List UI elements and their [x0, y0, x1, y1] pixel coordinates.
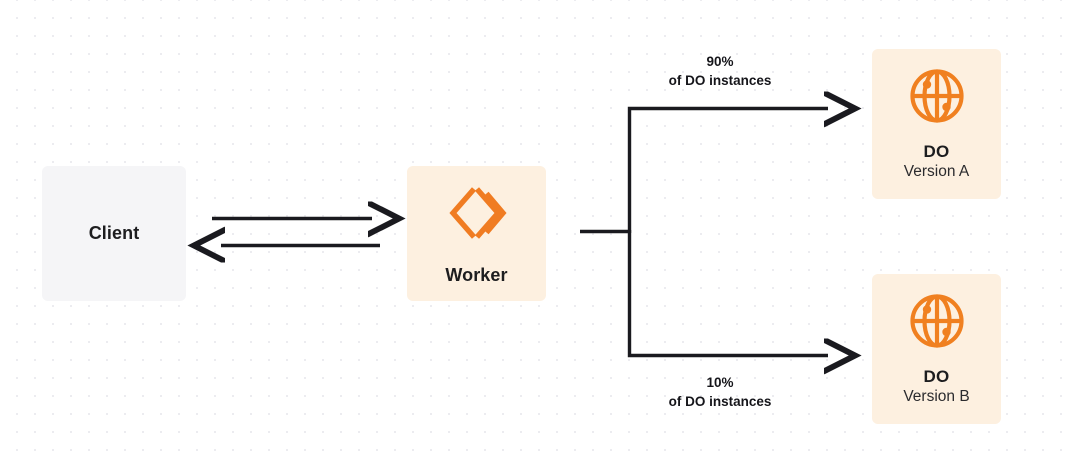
cloudflare-workers-icon	[446, 182, 508, 249]
edge-label-do-b: 10% of DO instances	[612, 373, 828, 411]
globe-icon	[908, 67, 966, 130]
node-client[interactable]: Client	[42, 166, 186, 301]
edge-label-do-b-percent: 10%	[706, 375, 734, 390]
node-do-b-version: Version B	[903, 388, 970, 405]
edge-label-do-a: 90% of DO instances	[612, 52, 828, 90]
node-worker-label: Worker	[445, 264, 508, 285]
globe-icon	[908, 292, 966, 355]
node-client-label: Client	[88, 223, 140, 243]
edge-label-do-b-caption: of DO instances	[668, 394, 772, 409]
edge-label-do-a-caption: of DO instances	[668, 73, 772, 88]
node-do-version-b[interactable]: DO Version B	[872, 274, 1001, 424]
node-do-b-label: DO	[923, 367, 950, 386]
edge-label-do-a-percent: 90%	[706, 54, 734, 69]
node-do-a-label: DO	[923, 142, 950, 161]
edge-worker-to-do-a	[627, 109, 829, 233]
node-worker[interactable]: Worker	[407, 166, 546, 301]
node-do-a-version: Version A	[903, 163, 970, 180]
edge-worker-to-do-b	[627, 230, 829, 356]
node-do-version-a[interactable]: DO Version A	[872, 49, 1001, 199]
